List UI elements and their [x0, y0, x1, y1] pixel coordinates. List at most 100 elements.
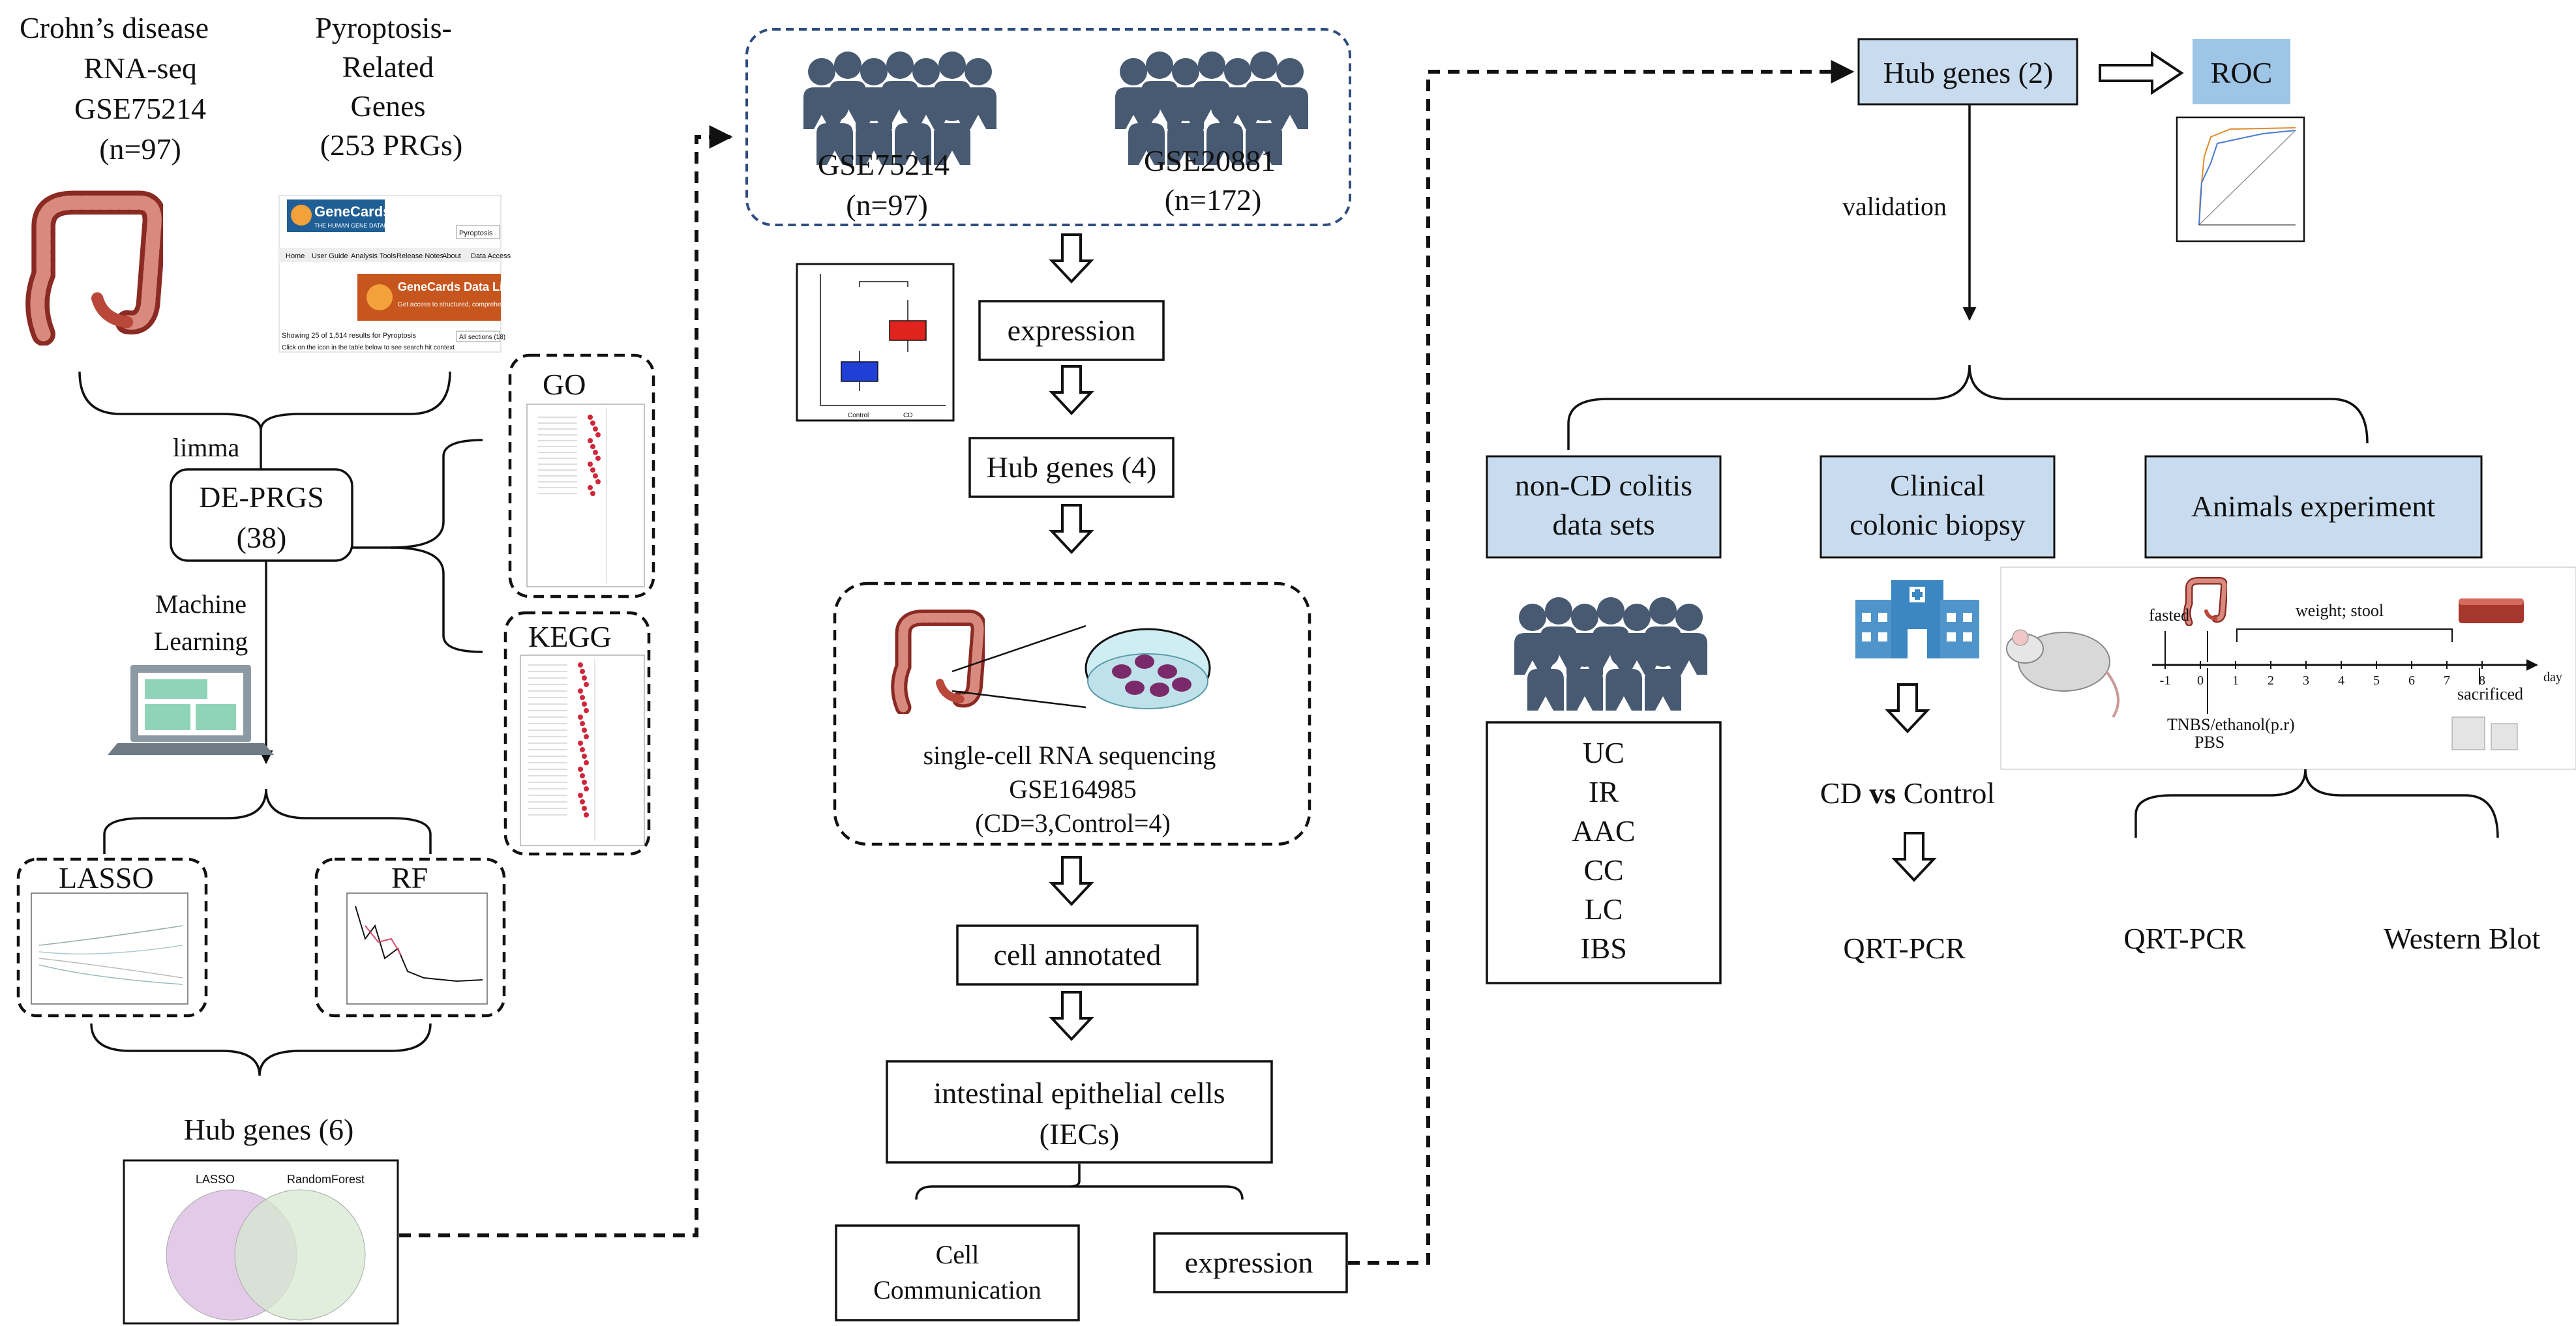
svg-text:Genes: Genes [351, 89, 426, 123]
timeline-tick-label: 6 [2408, 673, 2415, 688]
go-panel: GO [508, 353, 655, 598]
colon-illustration [38, 203, 155, 334]
svg-text:GO: GO [543, 368, 586, 401]
svg-text:Release Notes: Release Notes [397, 252, 444, 260]
cell-communication-box: Cell Communication [835, 1224, 1080, 1321]
svg-text:Crohn’s disease: Crohn’s disease [20, 11, 209, 44]
dataset-aac: AAC [1572, 814, 1635, 847]
svg-text:All sections (18): All sections (18) [459, 334, 505, 341]
go-enrichment-dots [538, 415, 601, 496]
svg-text:Animals experiment: Animals experiment [2191, 490, 2436, 523]
expression-boxplot: Control CD [796, 263, 955, 422]
dashed-arrow-to-hub2 [1348, 60, 1855, 1265]
datasets-box: GSE75214 (n=97) GSE20881 (n=172) [745, 28, 1351, 226]
svg-text:cell annotated: cell annotated [994, 938, 1161, 971]
block-arrow-right [2099, 51, 2184, 95]
svg-text:expression: expression [1008, 314, 1136, 347]
timeline-tick-label: -1 [2160, 673, 2171, 688]
timeline-tick-label: 3 [2303, 673, 2309, 688]
svg-text:(n=97): (n=97) [846, 188, 928, 222]
colitis-datasets-list: UC IR AAC CC LC IBS [1486, 721, 1722, 984]
svg-text:PBS: PBS [2194, 733, 2224, 752]
roc-box: ROC [2193, 39, 2290, 104]
timeline-tick-label: 4 [2338, 673, 2344, 688]
merge-bracket-inputs [78, 371, 451, 431]
limma-label: limma [173, 433, 239, 462]
svg-text:non-CD colitis: non-CD colitis [1515, 469, 1692, 502]
kegg-enrichment-dots [528, 662, 589, 818]
dataset-ibs: IBS [1580, 932, 1627, 965]
svg-text:Hub genes (4): Hub genes (4) [987, 450, 1157, 484]
svg-text:Get access to structured, comp: Get access to structured, comprehensive … [398, 301, 626, 308]
svg-text:colonic biopsy: colonic biopsy [1850, 508, 2026, 541]
dataset-ir: IR [1589, 775, 1619, 808]
svg-text:Clinical: Clinical [1890, 469, 1985, 502]
people-icon [1514, 597, 1707, 711]
hub-genes-6-label: Hub genes (6) [184, 1113, 354, 1146]
svg-text:Communication: Communication [873, 1275, 1041, 1304]
single-cell-panel: single-cell RNA sequencing GSE164985 (CD… [833, 582, 1311, 846]
hub-genes-2-box: Hub genes (2) [1857, 38, 2078, 106]
svg-text:day: day [2543, 670, 2562, 685]
svg-text:(38): (38) [237, 521, 287, 554]
svg-text:Home: Home [286, 252, 305, 260]
svg-text:Related: Related [342, 50, 434, 83]
block-arrow [1051, 856, 1092, 906]
svg-text:Learning: Learning [154, 626, 248, 656]
hub-genes-4-box: Hub genes (4) [968, 437, 1175, 498]
venn-diagram: LASSO RandomForest [123, 1159, 399, 1325]
cell-annotated-box: cell annotated [956, 924, 1199, 986]
expression-box-2: expression [1153, 1232, 1348, 1293]
merge-bracket-lasso-rf [90, 1023, 432, 1076]
expression-box: expression [978, 300, 1165, 361]
brace-kegg [391, 546, 483, 653]
brace-go [352, 439, 483, 549]
block-arrow [1051, 365, 1092, 415]
svg-text:KEGG: KEGG [528, 620, 612, 653]
svg-text:weight; stool: weight; stool [2296, 601, 2384, 620]
svg-text:(IECs): (IECs) [1040, 1117, 1120, 1151]
svg-text:Analysis Tools: Analysis Tools [351, 252, 397, 260]
timeline-tick-label: 7 [2444, 673, 2450, 688]
svg-text:Pyroptosis-: Pyroptosis- [315, 11, 452, 44]
svg-text:(n=172): (n=172) [1165, 183, 1262, 216]
lasso-panel: LASSO [16, 857, 208, 1018]
block-arrow [1887, 683, 1928, 733]
western-blot-label: Western Blot [2384, 922, 2541, 955]
svg-text:RF: RF [391, 861, 428, 894]
svg-text:Pyroptosis: Pyroptosis [459, 229, 493, 237]
svg-text:LASSO: LASSO [196, 1173, 235, 1186]
svg-text:GeneCards: GeneCards [314, 203, 391, 220]
svg-text:RNA-seq: RNA-seq [83, 52, 197, 85]
roc-plot [2176, 116, 2305, 243]
block-arrow [1051, 504, 1092, 553]
dataset-cc: CC [1583, 853, 1623, 887]
non-cd-colitis-box: non-CD colitis data sets [1486, 455, 1722, 559]
iec-box: intestinal epithelial cells (IECs) [886, 1060, 1273, 1164]
kegg-panel: KEGG [503, 611, 651, 856]
de-prgs-box: DE-PRGS (38) [170, 468, 353, 562]
gse75214-label: GSE75214 [818, 148, 950, 181]
svg-text:GSE75214: GSE75214 [74, 92, 206, 125]
split-bracket-ml [103, 788, 432, 854]
block-arrow [1893, 832, 1935, 881]
timeline-tick-label: 5 [2373, 673, 2380, 688]
svg-text:Click on the icon in the table: Click on the icon in the table below to … [282, 344, 455, 351]
dataset-uc: UC [1583, 736, 1625, 769]
crohns-input-label: Crohn’s disease RNA-seq GSE75214 (n=97) [20, 11, 209, 166]
svg-text:ROC: ROC [2211, 56, 2273, 89]
svg-text:(253 PRGs): (253 PRGs) [320, 128, 463, 162]
svg-text:About: About [442, 252, 461, 260]
svg-text:CD: CD [903, 412, 912, 419]
svg-text:Showing 25 of 1,514 results fo: Showing 25 of 1,514 results for Pyroptos… [282, 332, 417, 340]
svg-text:TNBS/ethanol(p.r): TNBS/ethanol(p.r) [2167, 715, 2295, 734]
svg-text:GSE164985: GSE164985 [1009, 774, 1137, 804]
qrtpcr-label-2: QRT-PCR [2123, 922, 2246, 955]
clinical-biopsy-box: Clinical colonic biopsy [1820, 455, 2056, 559]
svg-text:Control: Control [848, 412, 869, 419]
gse20881-label: GSE20881 [1144, 144, 1276, 177]
validation-label: validation [1842, 192, 1947, 221]
svg-text:sacrificed: sacrificed [2457, 685, 2523, 703]
